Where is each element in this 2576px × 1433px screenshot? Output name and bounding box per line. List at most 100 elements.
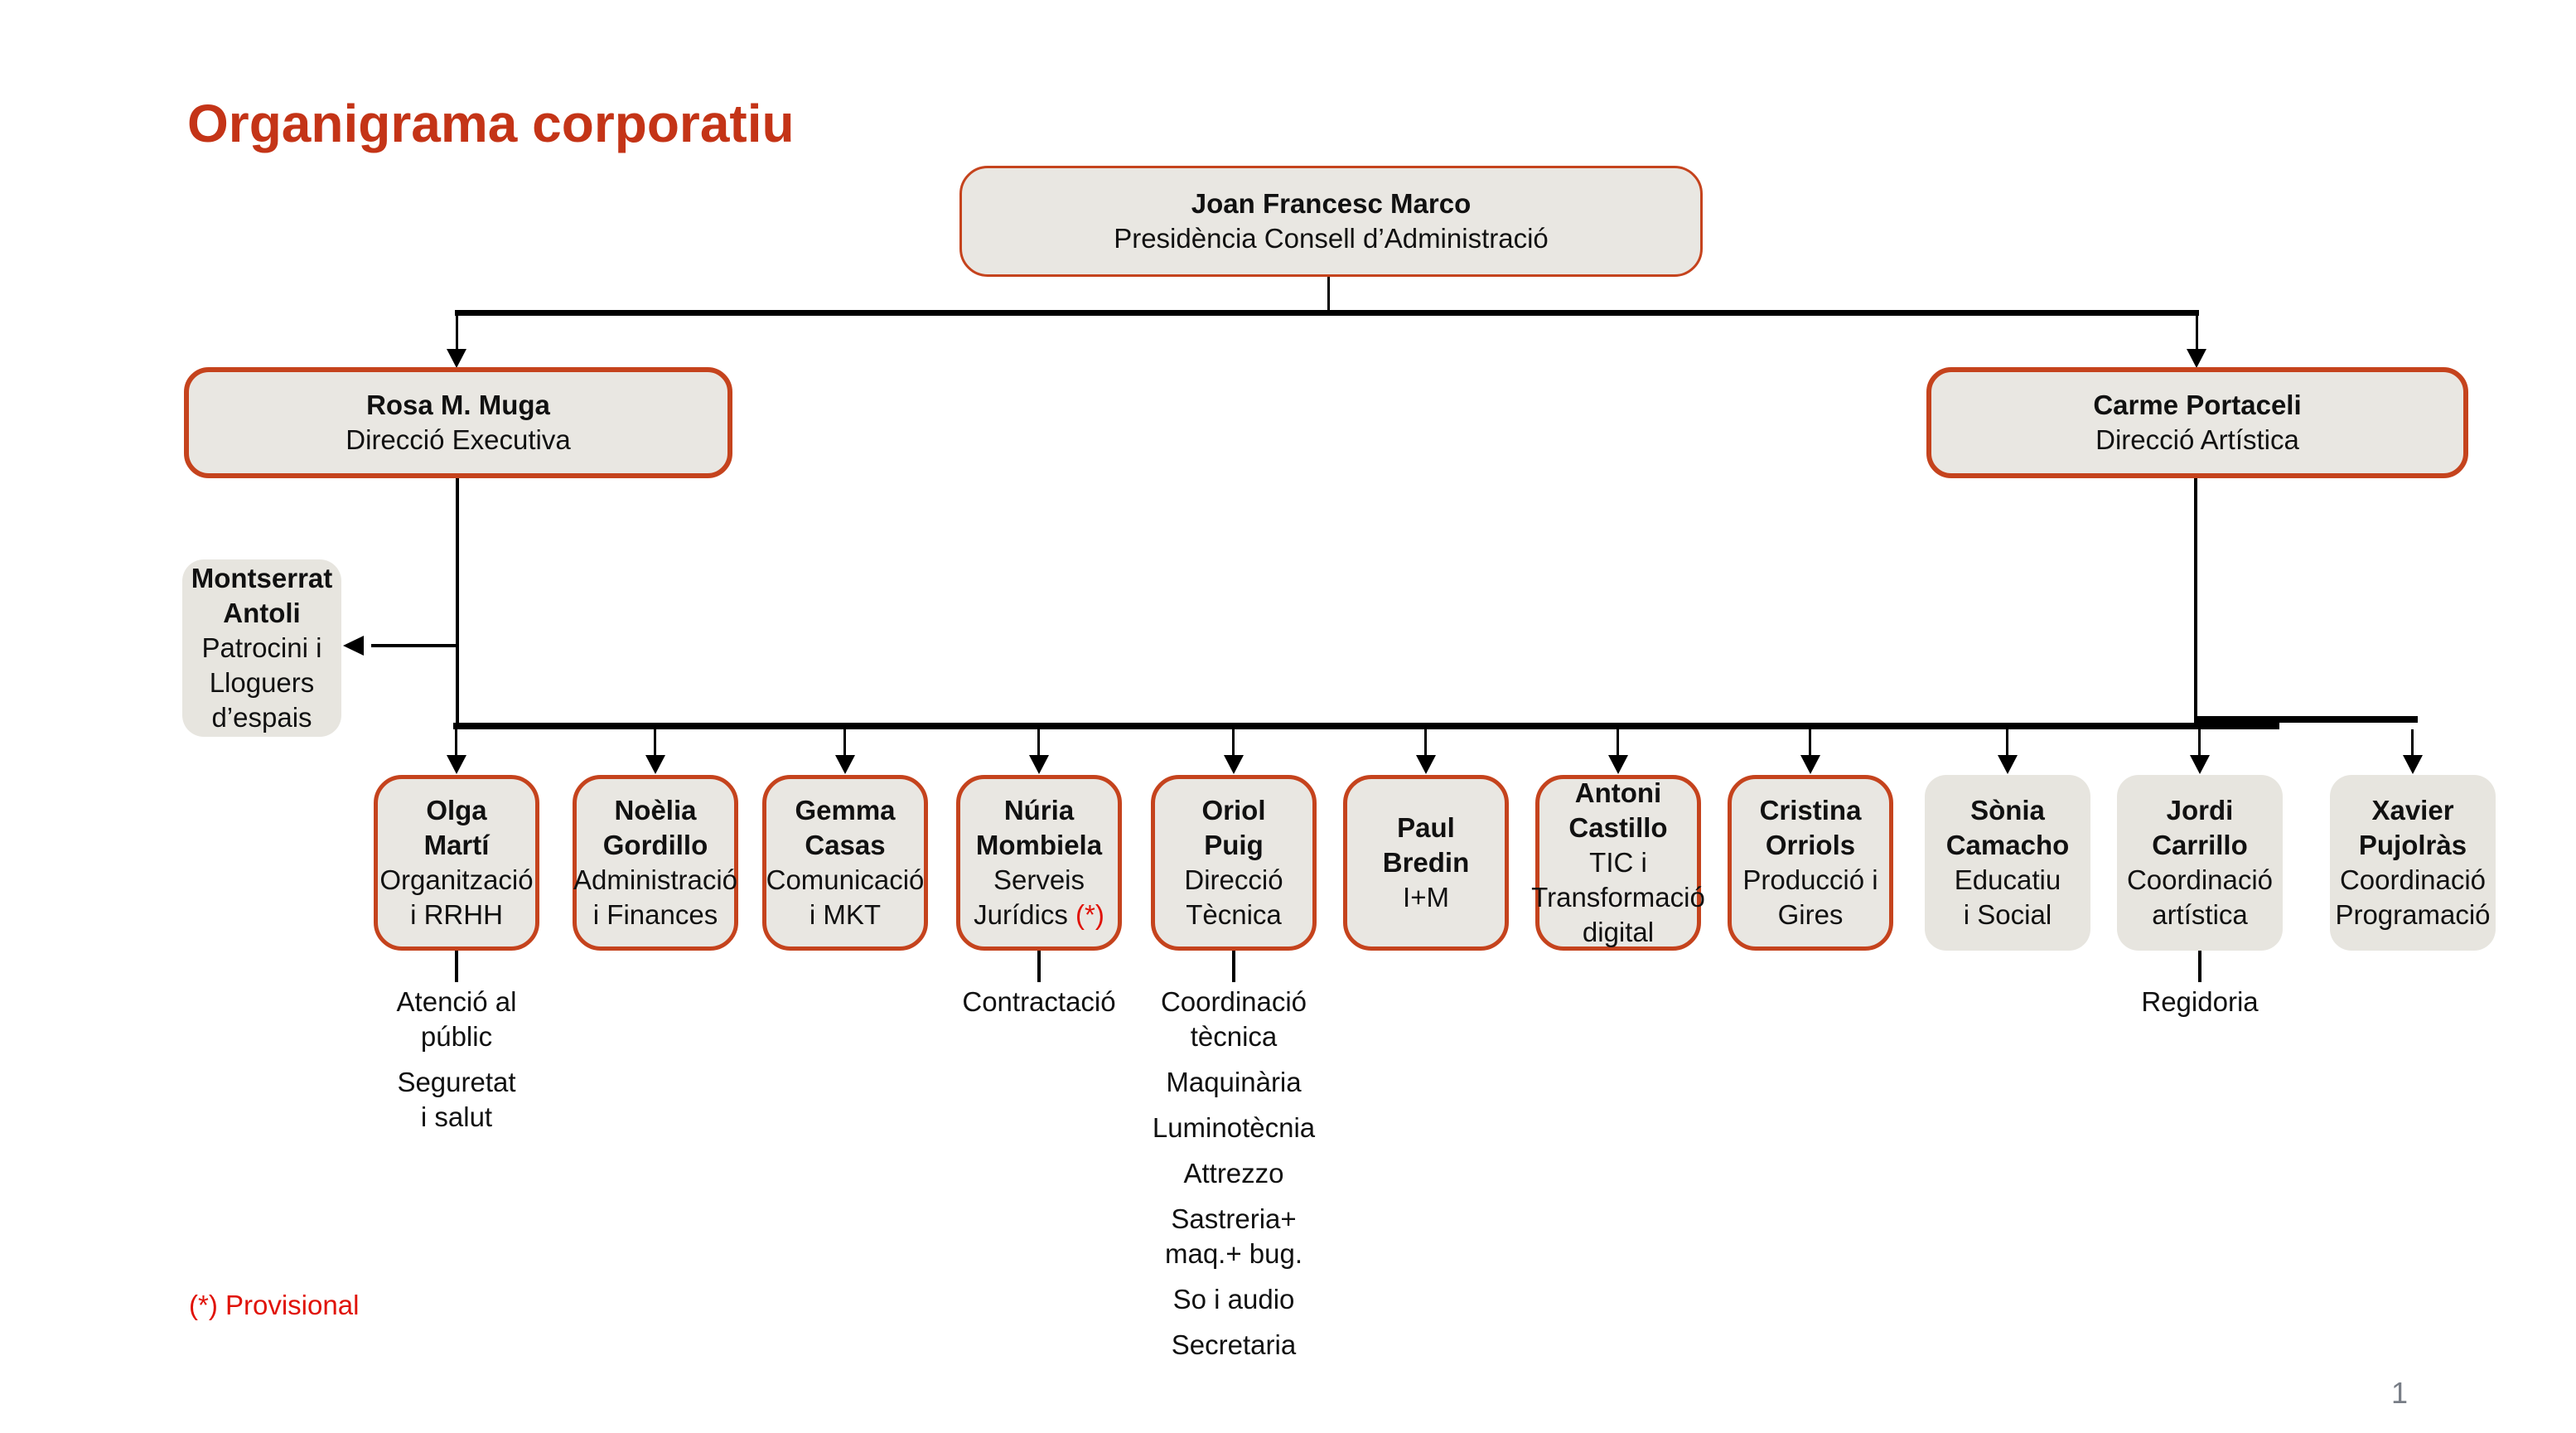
connector-drop-department	[2006, 729, 2008, 757]
person-role: Educatiu i Social	[1954, 864, 2061, 930]
slide-title: Organigrama corporatiu	[187, 94, 795, 153]
arrow-down-icon	[1608, 755, 1628, 774]
connector-level2-horizontal-left	[453, 723, 2279, 729]
person-name: Paul Bredin	[1382, 812, 1470, 878]
connector-sublist-stub	[1037, 951, 1041, 982]
arrow-down-icon	[2190, 755, 2210, 774]
person-role: Presidència Consell d’Administració	[1114, 223, 1549, 254]
person-role: Direcció Tècnica	[1184, 864, 1283, 930]
connector-drop-department	[2411, 729, 2414, 757]
connector-artistic-down	[2194, 478, 2197, 719]
org-box-executive-direction: Rosa M. Muga Direcció Executiva	[184, 367, 732, 478]
person-role: Direcció Executiva	[346, 424, 571, 455]
connector-root-stub	[1327, 277, 1330, 312]
connector-drop-department	[455, 729, 457, 757]
department-sublist: Contractació	[915, 985, 1163, 1030]
arrow-down-icon	[2187, 349, 2206, 368]
org-box-staff-sponsorship: Montserrat Antoli Patrocini i Lloguers d…	[182, 559, 341, 737]
provisional-asterisk: (*)	[1067, 899, 1104, 930]
connector-drop-executive	[456, 316, 458, 351]
sublist-item: Regidoria	[2141, 986, 2259, 1017]
connector-drop-department	[1617, 729, 1619, 757]
connector-drop-department	[843, 729, 846, 757]
connector-level2-horizontal-right	[2194, 716, 2418, 723]
person-name: Noèlia Gordillo	[602, 795, 708, 860]
org-box-artistic-direction: Carme Portaceli Direcció Artística	[1926, 367, 2468, 478]
page-number: 1	[2390, 1376, 2409, 1410]
connector-drop-department	[1809, 729, 1811, 757]
person-name: Cristina Orriols	[1759, 795, 1862, 860]
connector-sublist-stub	[455, 951, 458, 982]
person-role: Producció i Gires	[1742, 864, 1878, 930]
sublist-item: Coordinació tècnica	[1160, 986, 1307, 1052]
person-role: Coordinació Programació	[2335, 864, 2491, 930]
person-role: Comunicació i MKT	[766, 864, 925, 930]
sublist-item: Atenció al públic	[396, 986, 517, 1052]
sublist-item: Contractació	[962, 986, 1116, 1017]
sublist-item: So i audio	[1172, 1284, 1295, 1314]
arrow-down-icon	[835, 755, 855, 774]
connector-drop-department	[1232, 729, 1235, 757]
footnote-provisional: (*) Provisional	[189, 1290, 360, 1320]
person-role: I+M	[1403, 882, 1449, 913]
arrow-down-icon	[1029, 755, 1049, 774]
sublist-item: Attrezzo	[1183, 1158, 1284, 1189]
connector-drop-department	[654, 729, 656, 757]
connector-drop-department	[2198, 729, 2201, 757]
arrow-left-icon	[343, 636, 364, 656]
org-box-president: Joan Francesc Marco Presidència Consell …	[959, 166, 1703, 277]
person-role: Direcció Artística	[2095, 424, 2299, 455]
sublist-item: Seguretat i salut	[397, 1067, 516, 1132]
connector-staff-branch	[371, 644, 457, 647]
person-role: TIC i Transformació digital	[1531, 847, 1705, 947]
sublist-item: Luminotècnia	[1152, 1112, 1316, 1143]
arrow-down-icon	[447, 755, 466, 774]
connector-sublist-stub	[1232, 951, 1235, 982]
person-role: Patrocini i Lloguers d’espais	[201, 632, 322, 733]
person-name: Montserrat Antoli	[191, 563, 333, 628]
arrow-down-icon	[1224, 755, 1244, 774]
arrow-down-icon	[1800, 755, 1820, 774]
connector-drop-artistic	[2196, 316, 2198, 351]
sublist-item: Maquinària	[1166, 1067, 1302, 1097]
sublist-item: Secretaria	[1171, 1329, 1297, 1360]
person-name: Oriol Puig	[1201, 795, 1266, 860]
person-role: Coordinació artística	[2126, 864, 2274, 930]
arrow-down-icon	[2403, 755, 2423, 774]
person-role: Organització i RRHH	[379, 864, 534, 930]
person-name: Carme Portaceli	[2093, 390, 2302, 420]
arrow-down-icon	[1416, 755, 1436, 774]
connector-drop-department	[1037, 729, 1040, 757]
person-name: Joan Francesc Marco	[1191, 188, 1472, 219]
person-name: Antoni Castillo	[1568, 777, 1668, 843]
arrow-down-icon	[645, 755, 665, 774]
person-role: Serveis Jurídics (*)	[974, 864, 1104, 930]
person-role: Administració i Finances	[573, 864, 738, 930]
person-name: Xavier Pujolràs	[2358, 795, 2467, 860]
person-name: Gemma Casas	[795, 795, 896, 860]
arrow-down-icon	[1998, 755, 2018, 774]
connector-sublist-stub	[2198, 951, 2201, 982]
connector-executive-down	[456, 478, 459, 726]
person-name: Sònia Camacho	[1945, 795, 2070, 860]
person-name: Olga Martí	[423, 795, 490, 860]
person-name: Núria Mombiela	[975, 795, 1103, 860]
connector-drop-department	[1424, 729, 1427, 757]
sublist-item: Sastreria+ maq.+ bug.	[1164, 1203, 1303, 1269]
arrow-down-icon	[447, 349, 466, 368]
person-name: Jordi Carrillo	[2152, 795, 2248, 860]
